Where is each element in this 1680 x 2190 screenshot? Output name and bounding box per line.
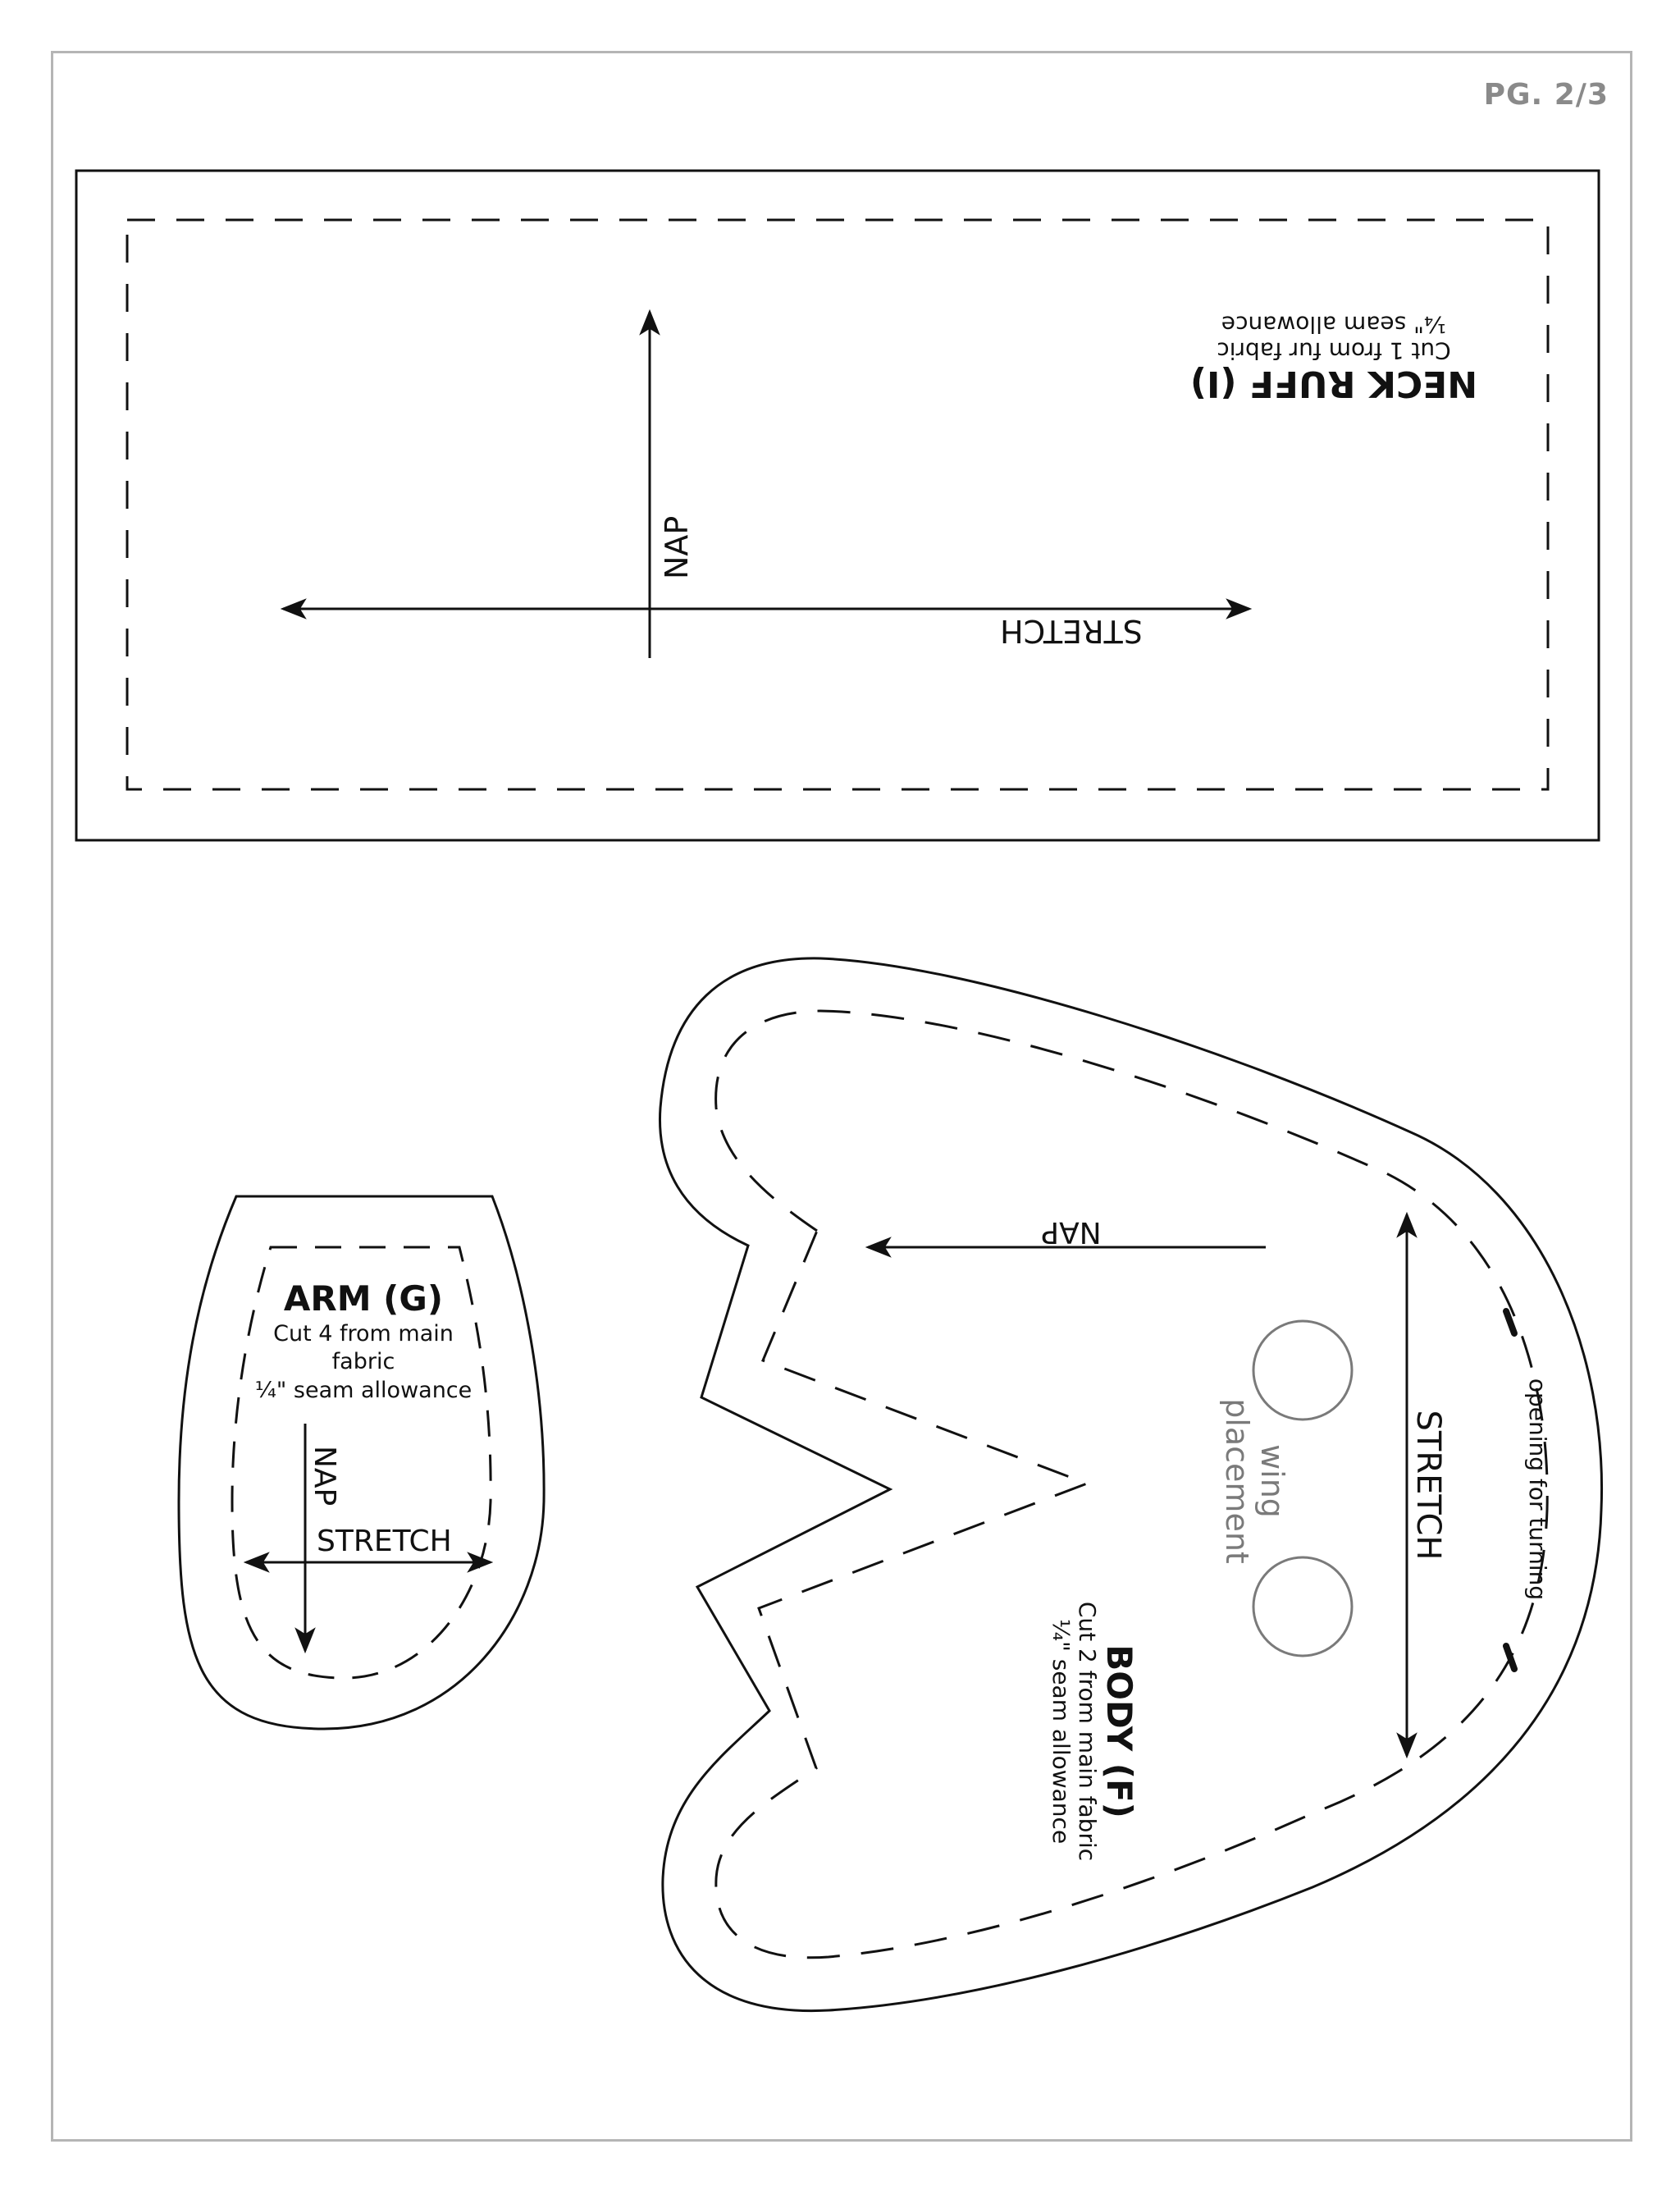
arm-cut-line bbox=[177, 1195, 546, 1731]
neck-ruff-seam-line bbox=[126, 218, 1550, 791]
opening-mark-top bbox=[1503, 1308, 1518, 1337]
neck-ruff-cut-info: Cut 1 from fur fabric bbox=[1217, 337, 1450, 364]
arm-fabric-info: fabric bbox=[332, 1349, 395, 1374]
arm-title: ARM (G) bbox=[284, 1278, 443, 1319]
arm-piece: ARM (G) Cut 4 from main fabric ¼" seam a… bbox=[177, 1195, 546, 1731]
arm-seam-info: ¼" seam allowance bbox=[255, 1378, 472, 1403]
opening-mark-bottom bbox=[1503, 1643, 1518, 1672]
neck-ruff-nap-label: NAP bbox=[659, 516, 695, 579]
wing-label-2: placement bbox=[1219, 1398, 1255, 1564]
body-cut-info: Cut 2 from main fabric bbox=[1074, 1602, 1101, 1861]
wing-placement-circle-top bbox=[1252, 1319, 1354, 1421]
arm-seam-line bbox=[231, 1246, 492, 1680]
body-seam-line bbox=[714, 1009, 1549, 1959]
neck-ruff-cut-line bbox=[75, 169, 1600, 842]
neck-ruff-title: NECK RUFF (I) bbox=[1190, 363, 1477, 405]
body-piece: NAP STRETCH wing placement opening for t… bbox=[658, 957, 1604, 2013]
body-stretch-label: STRETCH bbox=[1409, 1410, 1447, 1561]
body-nap-label: NAP bbox=[1041, 1215, 1101, 1249]
wing-label-1: wing bbox=[1254, 1444, 1290, 1518]
arm-nap-label: NAP bbox=[308, 1446, 341, 1506]
arm-stretch-label: STRETCH bbox=[317, 1525, 452, 1558]
opening-label: opening for turning bbox=[1524, 1378, 1551, 1600]
body-title: BODY (F) bbox=[1099, 1644, 1139, 1818]
body-cut-line bbox=[658, 957, 1604, 2013]
neck-ruff-seam-info: ¼" seam allowance bbox=[1221, 311, 1446, 338]
wing-placement-circle-bottom bbox=[1252, 1556, 1354, 1657]
page-number: PG. 2/3 bbox=[1483, 78, 1609, 112]
neck-ruff-piece: NAP STRETCH NECK RUFF (I) Cut 1 from fur… bbox=[75, 169, 1600, 842]
neck-ruff-stretch-label: STRETCH bbox=[1000, 613, 1143, 649]
body-seam-info: ¼" seam allowance bbox=[1048, 1619, 1075, 1844]
arm-cut-info: Cut 4 from main bbox=[273, 1321, 454, 1346]
page-frame bbox=[51, 51, 1632, 2142]
